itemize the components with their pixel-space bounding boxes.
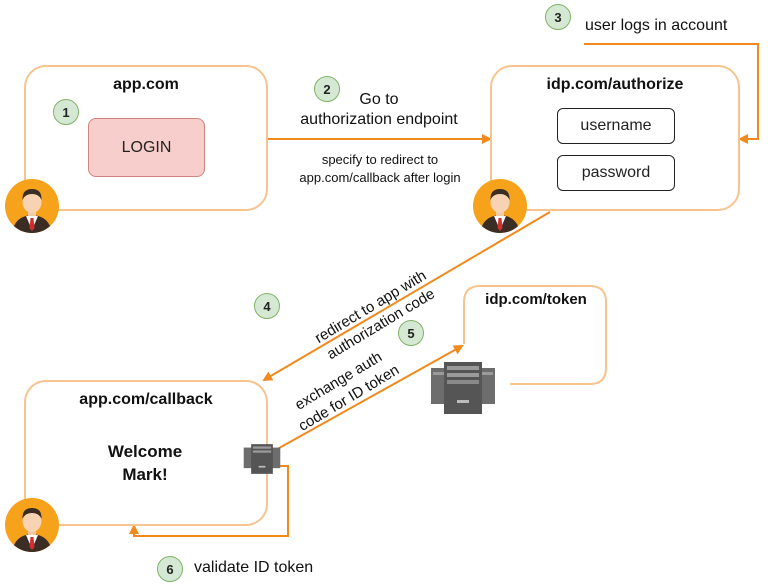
step-2-note-line-1: specify to redirect to	[321, 152, 439, 167]
callback-box: app.com/callback	[24, 380, 268, 526]
step-2-label-line-2: authorization endpoint	[300, 111, 458, 128]
token-box-title: idp.com/token	[485, 291, 587, 308]
edge-redirect	[262, 211, 551, 382]
step-2-note-line-2: app.com/callback after login	[299, 170, 461, 185]
user-avatar-icon	[473, 179, 527, 233]
edge-validate	[129, 465, 289, 537]
step-3-label: user logs in account	[585, 17, 728, 34]
step-6-badge: 6	[157, 556, 183, 582]
app-box-title: app.com	[113, 76, 179, 93]
step-4-badge: 4	[254, 293, 280, 319]
step-2-label: Go to authorization endpoint	[284, 90, 474, 130]
user-avatar-icon	[5, 179, 59, 233]
step-5-badge: 5	[398, 320, 424, 346]
step-6-label: validate ID token	[194, 559, 314, 576]
step-1-badge: 1	[53, 99, 79, 125]
token-box	[463, 285, 607, 385]
username-field[interactable]: username	[557, 108, 675, 144]
edge-login-loop	[584, 43, 759, 144]
server-rack-icon	[431, 362, 495, 414]
step-2-badge: 2	[314, 76, 340, 102]
user-avatar-icon	[5, 498, 59, 552]
step-3-badge: 3	[545, 4, 571, 30]
callback-box-title: app.com/callback	[79, 391, 213, 408]
server-rack-icon	[243, 444, 281, 474]
authorize-box-title: idp.com/authorize	[546, 76, 684, 93]
edge-token-exchange	[271, 345, 464, 453]
login-button[interactable]: LOGIN	[88, 118, 205, 177]
step-2-note: specify to redirect to app.com/callback …	[280, 151, 480, 187]
step-2-label-line-1: Go to	[359, 91, 399, 108]
welcome-line-2: Mark!	[122, 465, 168, 484]
welcome-line-1: Welcome	[107, 442, 183, 461]
welcome-message: Welcome Mark!	[90, 440, 200, 486]
password-field[interactable]: password	[557, 155, 675, 191]
